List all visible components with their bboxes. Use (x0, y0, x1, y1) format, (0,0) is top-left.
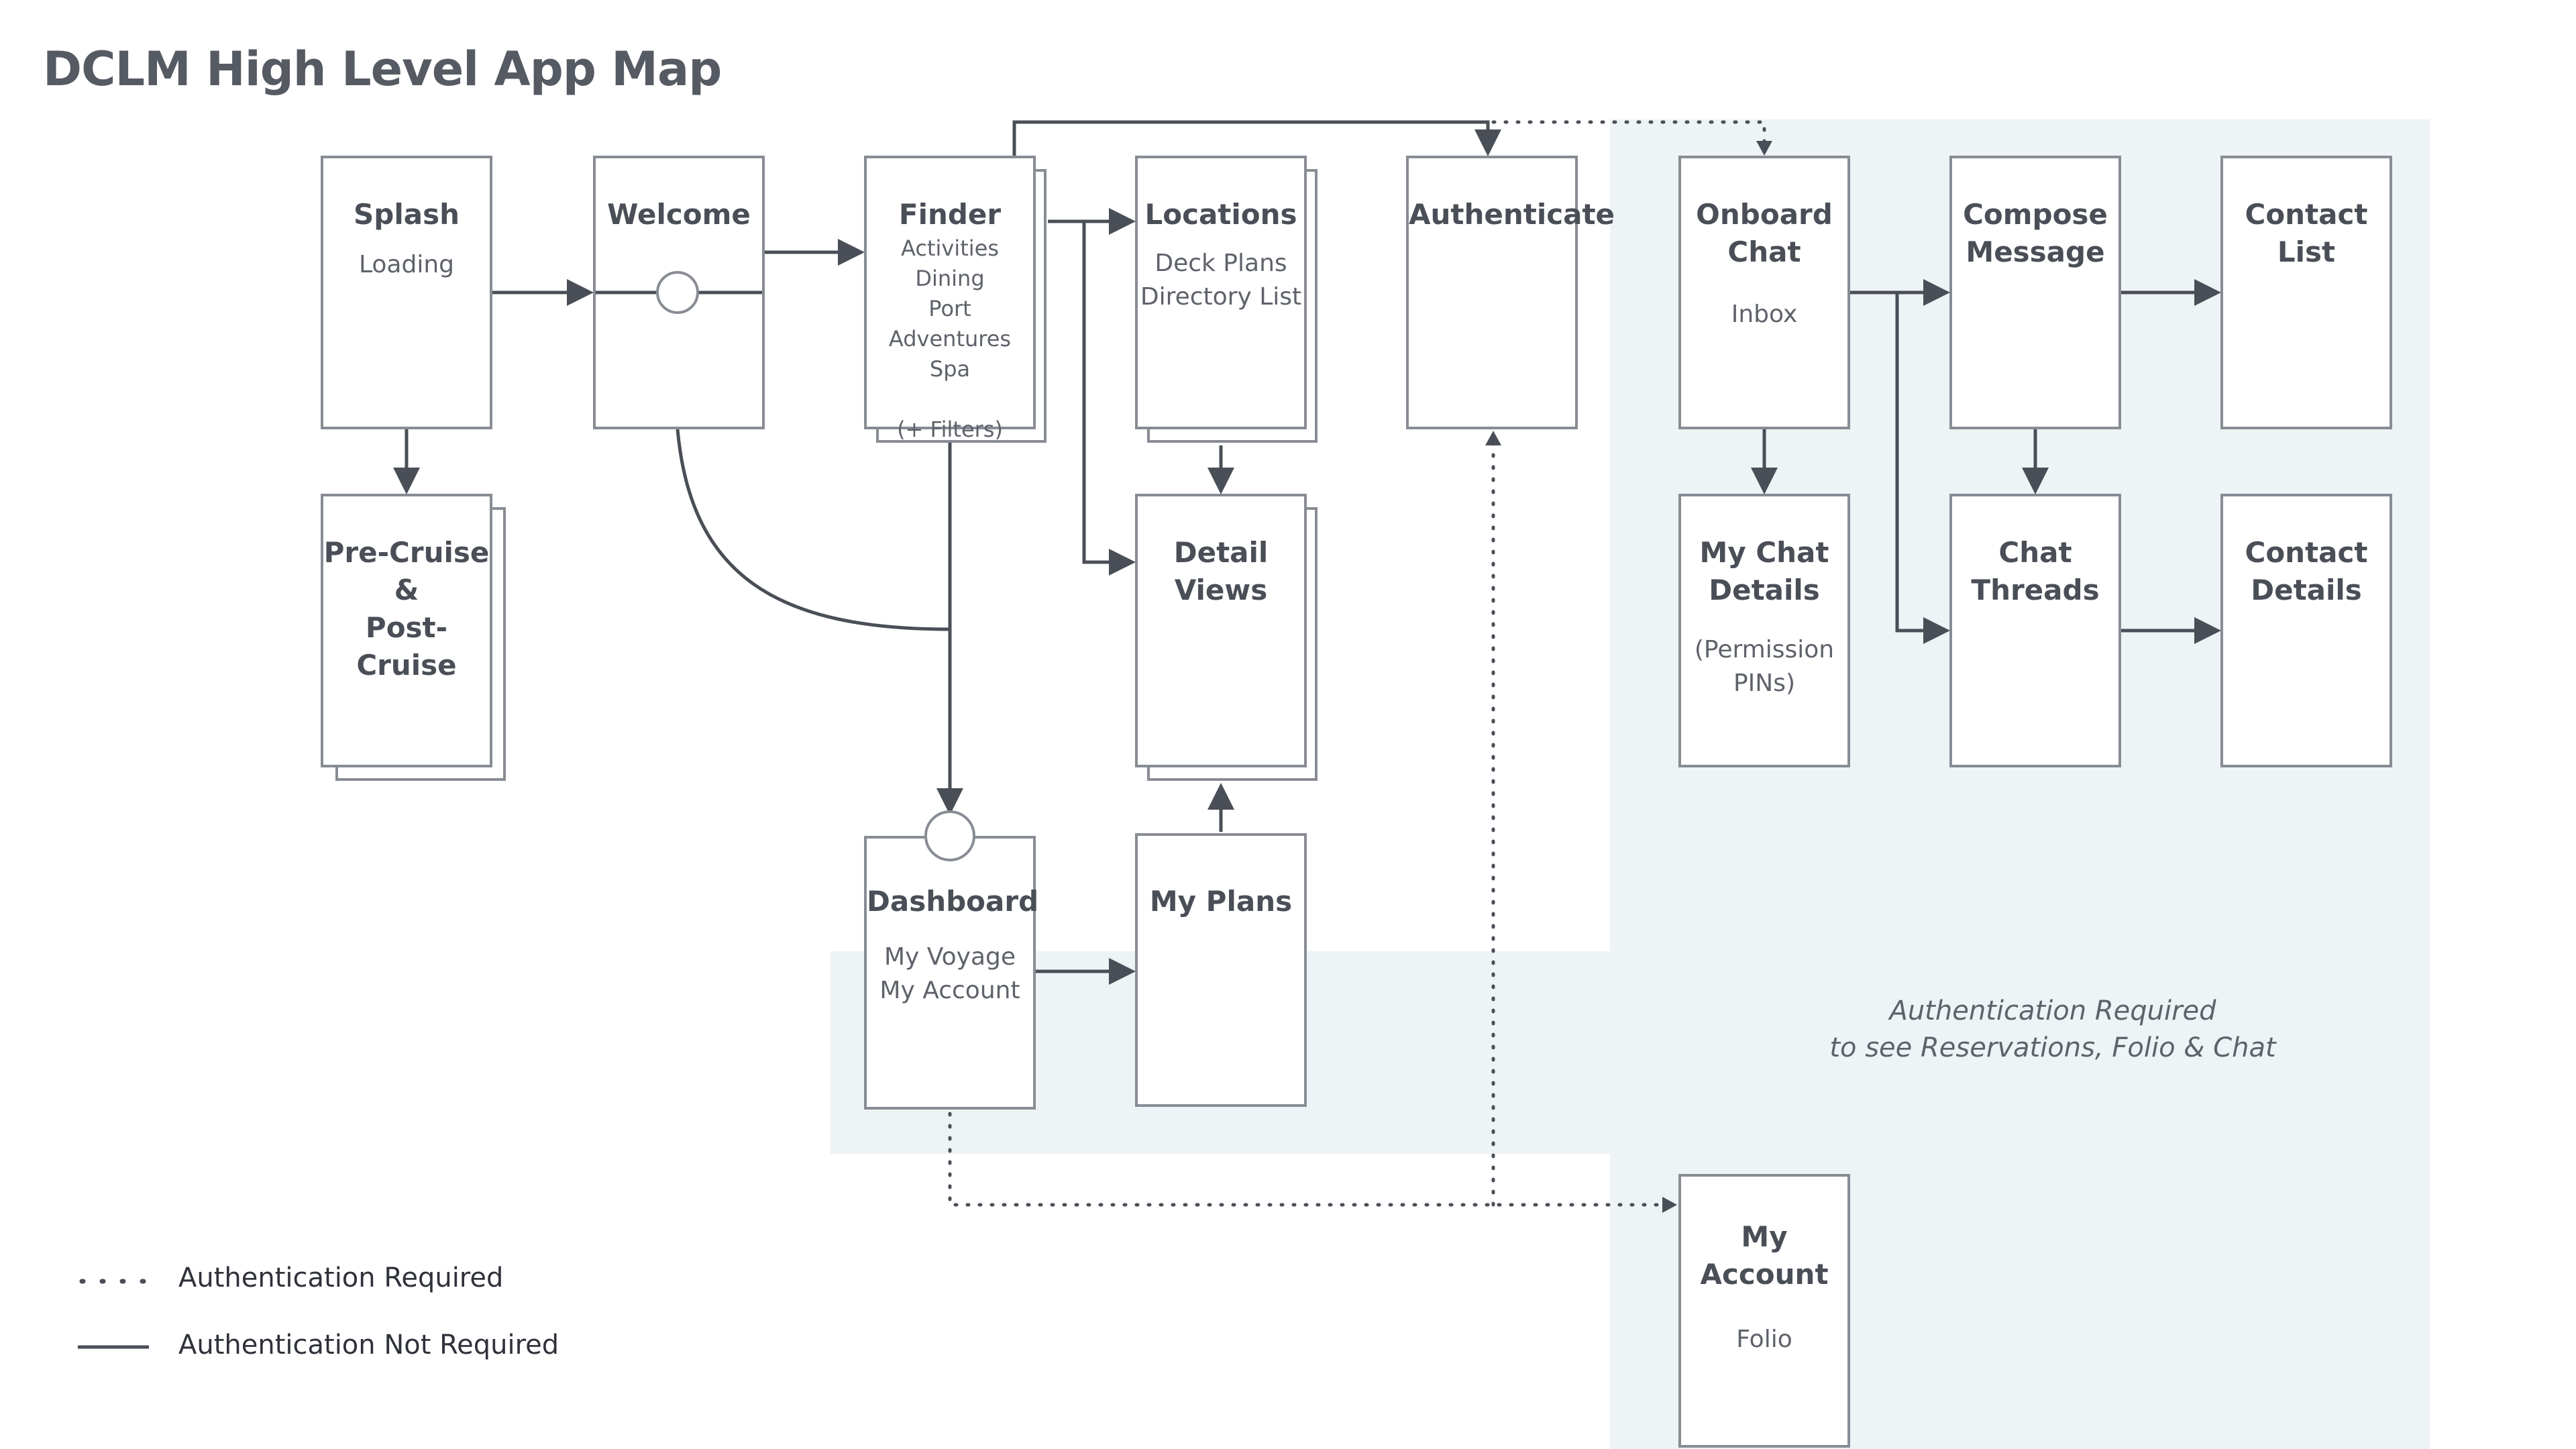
my-account-subtitle: Folio (1736, 1326, 1792, 1353)
legend-solid-label: Authentication Not Required (178, 1330, 559, 1360)
my-chat-details-box: My Chat Details (Permission PINs) (1678, 494, 1850, 767)
connector-finder-authenticate (1012, 120, 1501, 156)
detail-views-box: Detail Views (1135, 494, 1307, 767)
dotted-arrowhead-authenticate (1485, 431, 1501, 445)
dotted-arrowhead-myaccount (1662, 1197, 1677, 1213)
compose-message-box: Compose Message (1949, 156, 2121, 429)
pre-cruise-box: Pre-Cruise & Post-Cruise (321, 494, 492, 767)
onboard-chat-title: Onboard Chat (1696, 198, 1833, 268)
connector-finder-detail (1082, 221, 1136, 576)
dashboard-subtitle: My Voyage My Account (879, 943, 1020, 1004)
compose-message-title: Compose Message (1963, 198, 2108, 268)
welcome-hub-node (656, 271, 699, 314)
splash-subtitle: Loading (358, 251, 455, 278)
contact-details-box: Contact Details (2220, 494, 2392, 767)
splash-box: Splash Loading (321, 156, 492, 429)
dotted-authenticate-onboard (1491, 120, 1766, 150)
dashboard-title: Dashboard (867, 885, 1039, 918)
my-chat-details-subtitle: (Permission PINs) (1694, 636, 1835, 697)
dashboard-hub-node (924, 810, 975, 861)
connector-welcome-curve (676, 429, 951, 631)
dashboard-box: Dashboard My Voyage My Account (864, 836, 1039, 1110)
onboard-chat-subtitle: Inbox (1731, 301, 1798, 328)
my-account-box: My Account Folio (1678, 1174, 1850, 1448)
welcome-title: Welcome (607, 198, 751, 231)
my-plans-title: My Plans (1149, 885, 1293, 918)
locations-box: Locations Deck Plans Directory List (1135, 156, 1307, 429)
onboard-chat-box: Onboard Chat Inbox (1678, 156, 1850, 429)
auth-zone-note: Authentication Required to see Reservati… (1829, 996, 2276, 1063)
pre-cruise-title: Pre-Cruise & Post-Cruise (323, 536, 490, 682)
page-title: DCLM High Level App Map (43, 42, 722, 97)
my-chat-details-title: My Chat Details (1699, 536, 1829, 606)
chat-threads-box: Chat Threads (1949, 494, 2121, 767)
splash-title: Splash (354, 198, 460, 231)
chat-threads-title: Chat Threads (1971, 536, 2100, 606)
contact-list-title: Contact List (2245, 198, 2368, 268)
my-account-title: My Account (1700, 1220, 1829, 1291)
connector-onboard-threads (1895, 292, 1950, 644)
locations-subtitle: Deck Plans Directory List (1140, 250, 1302, 311)
contact-details-title: Contact Details (2245, 536, 2368, 606)
finder-title: Finder (898, 198, 1002, 231)
contact-list-box: Contact List (2220, 156, 2392, 429)
finder-box: Finder Activities Dining Port Adventures… (864, 156, 1036, 442)
my-plans-box: My Plans (1135, 833, 1307, 1107)
legend-dotted-label: Authentication Required (178, 1263, 504, 1293)
finder-subtitle: Activities Dining Port Adventures Spa (+… (888, 235, 1012, 442)
locations-title: Locations (1144, 198, 1297, 231)
dotted-dashboard-myaccount (948, 1112, 1670, 1207)
dotted-arrowhead-onboard (1756, 141, 1772, 156)
detail-views-title: Detail Views (1173, 536, 1269, 606)
